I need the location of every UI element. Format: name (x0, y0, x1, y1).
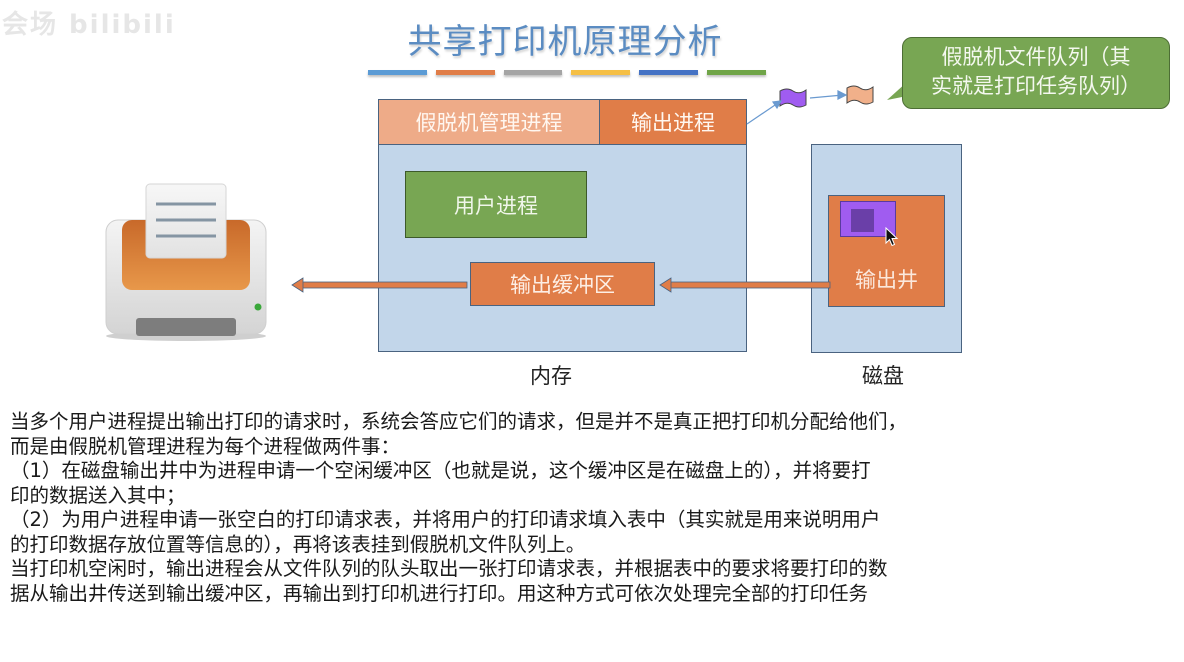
color-bar (707, 70, 766, 75)
queue-item-purple (779, 88, 807, 108)
output-process: 输出进程 (599, 99, 747, 145)
text-line: 的打印数据存放位置等信息的），再将该表挂到假脱机文件队列上。 (10, 532, 586, 556)
text-line: 当多个用户进程提出输出打印的请求时，系统会答应它们的请求，但是并不是真正把打印机… (10, 410, 908, 433)
spool-queue-callout: 假脱机文件队列（其 实就是打印任务队列） (902, 37, 1170, 109)
text-line: （2）为用户进程申请一张空白的打印请求表，并将用户的打印请求填入表中（其实就是用… (10, 508, 881, 531)
explanation-text: 当多个用户进程提出输出打印的请求时，系统会答应它们的请求，但是并不是真正把打印机… (10, 410, 1180, 606)
queue-item-peach (846, 85, 874, 105)
memory-label: 内存 (530, 364, 572, 388)
color-bar (435, 70, 495, 75)
user-process: 用户进程 (405, 171, 587, 238)
slide-title: 共享打印机原理分析 (407, 22, 723, 62)
disk-label: 磁盘 (862, 364, 904, 388)
text-line: （1）在磁盘输出井中为进程申请一个空闲缓冲区（也就是说，这个缓冲区是在磁盘上的）… (10, 459, 871, 482)
color-bar (503, 70, 563, 75)
text-line: 而是由假脱机管理进程为每个进程做两件事： (10, 434, 401, 458)
color-bar (639, 70, 699, 75)
color-bar (368, 70, 427, 75)
callout-line-2: 实就是打印任务队列） (931, 74, 1141, 98)
printer-icon (105, 183, 267, 341)
spool-data-block (851, 209, 874, 232)
mouse-cursor-icon (885, 227, 899, 247)
title-color-bars (368, 70, 766, 76)
text-line: 当打印机空闲时，输出进程会从文件队列的队头取出一张打印请求表，并根据表中的要求将… (10, 557, 888, 580)
output-spool-well-label: 输出井 (855, 268, 918, 292)
color-bar (571, 70, 631, 75)
spool-manager-process: 假脱机管理进程 (378, 99, 600, 145)
watermark: 会场 bilibili (2, 10, 176, 40)
text-line: 据从输出井传送到输出缓冲区，再输出到打印机进行打印。用这种方式可依次处理完全部的… (10, 581, 869, 605)
text-line: 印的数据送入其中； (10, 483, 186, 507)
callout-line-1: 假脱机文件队列（其 (941, 45, 1131, 69)
output-buffer: 输出缓冲区 (470, 262, 655, 306)
